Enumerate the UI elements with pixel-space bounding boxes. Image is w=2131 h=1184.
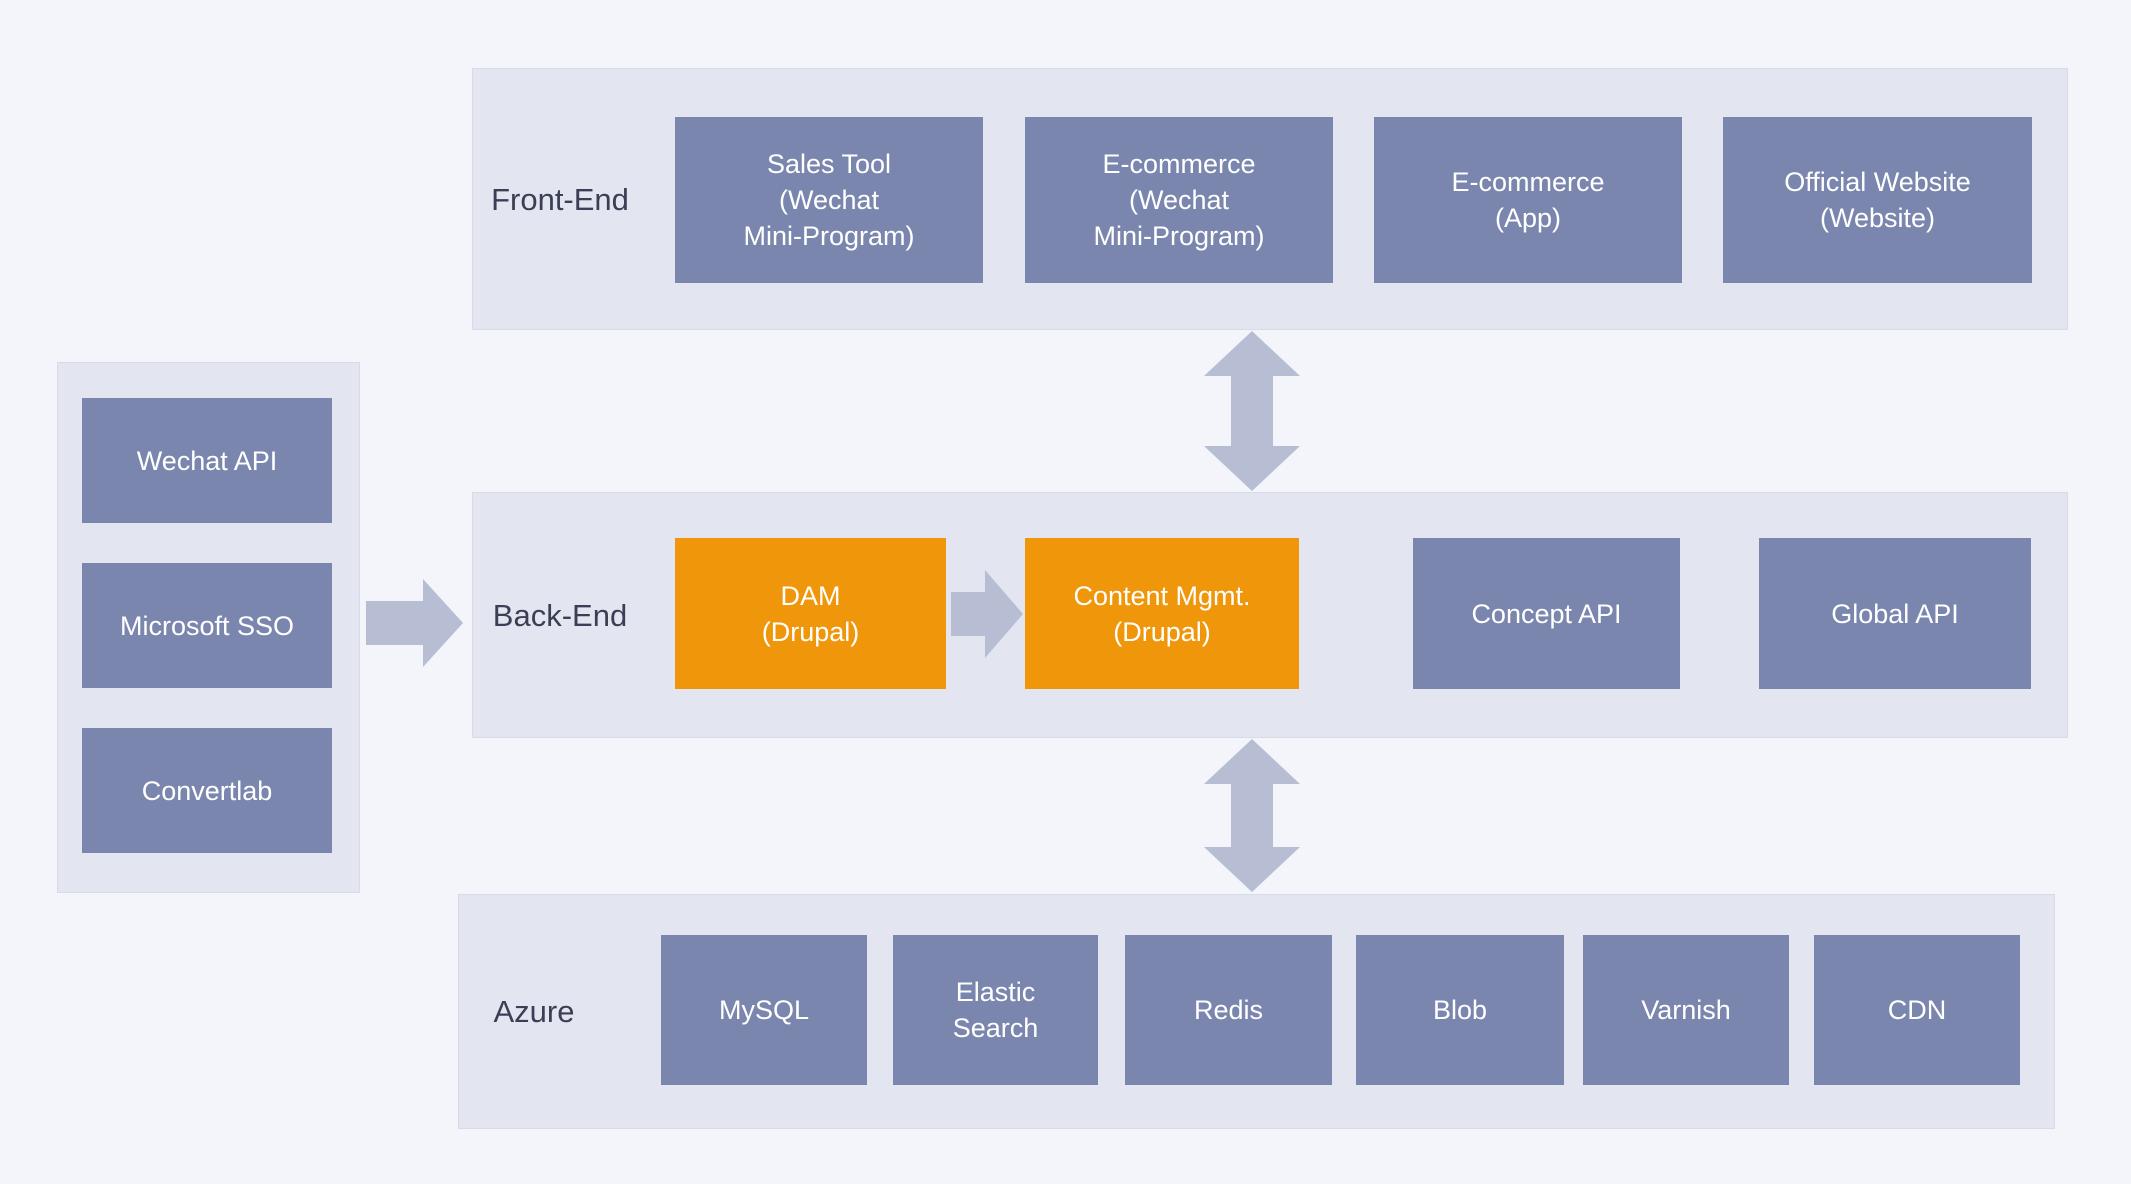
node-label: Concept API xyxy=(1471,598,1622,629)
node-label: Microsoft SSO xyxy=(119,610,295,641)
node-content-mgmt-drupal: Content Mgmt. (Drupal) xyxy=(1025,538,1299,689)
node-elastic-search: Elastic Search xyxy=(893,935,1098,1085)
node-label: Global API xyxy=(1831,598,1959,629)
node-label: Elastic Search xyxy=(952,977,1039,1043)
node-global-api: Global API xyxy=(1759,538,2031,689)
node-label: CDN xyxy=(1887,995,1947,1025)
azure-layer-label: Azure xyxy=(493,994,575,1029)
node-label: MySQL xyxy=(718,995,810,1025)
frontend-backend-double-arrow-icon xyxy=(1204,331,1300,491)
node-label: Content Mgmt. (Drupal) xyxy=(1073,580,1251,647)
node-label: Varnish xyxy=(1641,995,1731,1025)
node-ecommerce-app: E-commerce (App) xyxy=(1374,117,1682,283)
node-microsoft-sso: Microsoft SSO xyxy=(82,563,332,688)
node-varnish: Varnish xyxy=(1583,935,1789,1085)
node-concept-api: Concept API xyxy=(1413,538,1680,689)
node-label: Official Website (Website) xyxy=(1784,167,1971,233)
node-label: E-commerce (App) xyxy=(1451,167,1605,233)
node-label: E-commerce (Wechat Mini-Program) xyxy=(1093,149,1265,251)
node-label: Convertlab xyxy=(141,775,273,806)
node-ecommerce-wechat: E-commerce (Wechat Mini-Program) xyxy=(1025,117,1333,283)
node-convertlab: Convertlab xyxy=(82,728,332,853)
node-official-website: Official Website (Website) xyxy=(1723,117,2032,283)
node-blob: Blob xyxy=(1356,935,1564,1085)
node-label: Sales Tool (Wechat Mini-Program) xyxy=(743,149,915,251)
left-panel-to-backend-arrow-icon xyxy=(366,579,463,667)
node-mysql: MySQL xyxy=(661,935,867,1085)
backend-azure-double-arrow-icon xyxy=(1204,739,1300,892)
node-redis: Redis xyxy=(1125,935,1332,1085)
front-end-layer-label: Front-End xyxy=(491,181,629,217)
node-label: Wechat API xyxy=(136,445,278,476)
node-label: DAM (Drupal) xyxy=(761,580,860,647)
node-label: Blob xyxy=(1432,995,1488,1025)
node-dam-drupal: DAM (Drupal) xyxy=(675,538,946,689)
node-cdn: CDN xyxy=(1814,935,2020,1085)
node-sales-tool: Sales Tool (Wechat Mini-Program) xyxy=(675,117,983,283)
back-end-layer-label: Back-End xyxy=(492,597,628,633)
node-label: Redis xyxy=(1193,995,1264,1025)
node-wechat-api: Wechat API xyxy=(82,398,332,523)
